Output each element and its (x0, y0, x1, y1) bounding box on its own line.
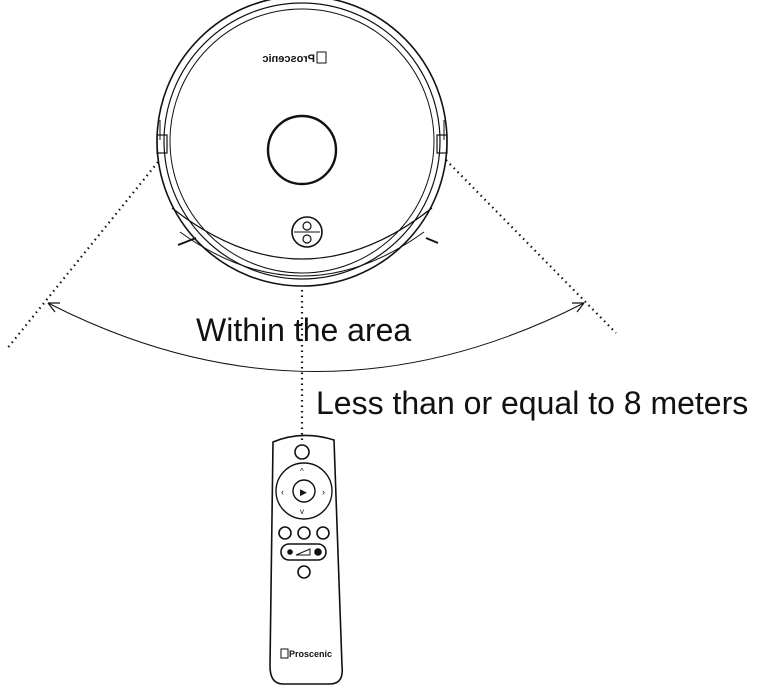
area-arc (47, 302, 585, 372)
robot-vacuum: Proscenic (156, 0, 448, 287)
spot-clean-icon (278, 526, 292, 540)
left-arrow-icon: ‹ (281, 487, 284, 497)
distance-label: Less than or equal to 8 meters (316, 385, 749, 421)
remote-control: ▶ ^ ‹ › v Proscenic (269, 434, 344, 685)
timer-icon (297, 565, 311, 579)
svg-text:Proscenic: Proscenic (289, 649, 332, 659)
home-icon (302, 234, 312, 244)
svg-text:Proscenic: Proscenic (262, 53, 315, 65)
edge-clean-icon (297, 526, 311, 540)
robot-brand-logo: Proscenic (262, 51, 327, 65)
area-label: Within the area (196, 312, 412, 348)
fan-icon (287, 549, 293, 555)
suction-level-icon (295, 548, 311, 556)
play-pause-icon: ▶ (300, 487, 307, 497)
up-arrow-icon: ^ (300, 467, 304, 476)
charge-icon (316, 526, 330, 540)
remote-brand-logo: Proscenic (280, 648, 332, 659)
power-icon (294, 444, 310, 460)
max-suction-icon (314, 548, 322, 556)
right-arrow-icon: › (322, 487, 325, 497)
down-arrow-icon: v (300, 507, 304, 516)
power-icon (302, 221, 312, 231)
coverage-lines (5, 159, 617, 440)
